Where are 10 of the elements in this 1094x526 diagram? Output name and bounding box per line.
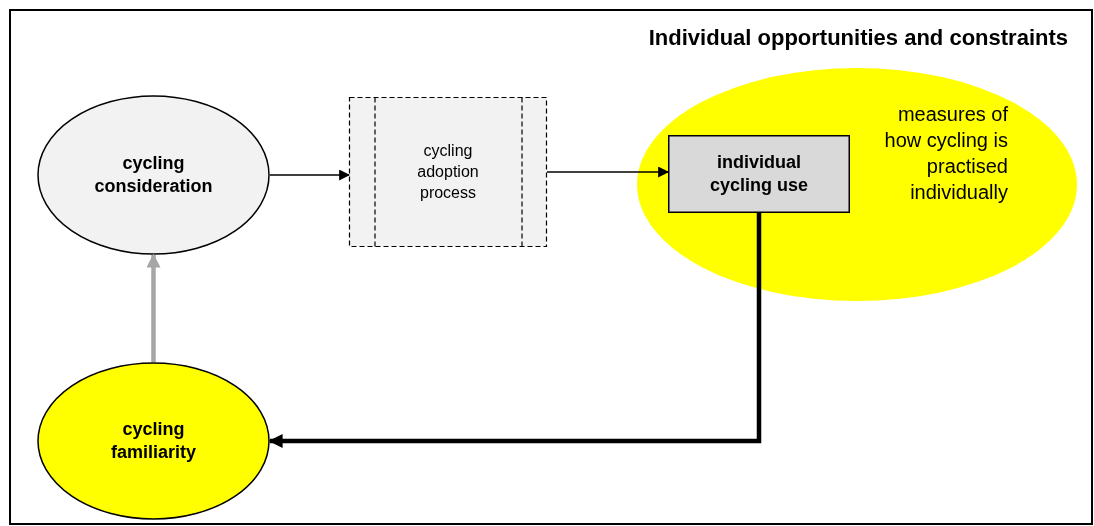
node-label: cycling consideration xyxy=(93,151,214,198)
node-label: cycling familiarity xyxy=(109,417,197,464)
arrow xyxy=(269,169,351,181)
arrow xyxy=(268,213,762,448)
node-label: cycling adoption process xyxy=(416,140,480,203)
arrow xyxy=(146,253,161,362)
ellipse-text: measures of how cycling is practised individually xyxy=(883,102,1008,205)
frame-heading: Individual opportunities and constraints xyxy=(647,24,1068,52)
node-label: individual cycling use xyxy=(708,150,809,197)
arrow xyxy=(546,166,670,178)
